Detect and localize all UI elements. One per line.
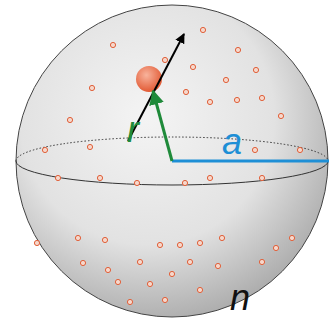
particle-dot xyxy=(162,57,167,62)
particle-dot xyxy=(259,259,264,264)
particle-dot xyxy=(97,175,102,180)
particle-dot xyxy=(55,175,60,180)
particle-dot xyxy=(223,77,228,82)
particle-dot xyxy=(197,240,202,245)
particle-dot xyxy=(200,27,205,32)
position-arrow xyxy=(153,91,172,161)
particle-dot xyxy=(273,245,278,250)
density-label: n xyxy=(230,280,250,316)
particle-dot xyxy=(259,175,264,180)
particle-dot xyxy=(183,89,188,94)
particle-dot xyxy=(127,299,132,304)
particle-dot xyxy=(102,237,107,242)
particle-ball xyxy=(136,66,162,92)
particle-dot xyxy=(134,180,139,185)
particle-dot xyxy=(190,64,195,69)
particle-dot xyxy=(259,95,264,100)
particle-dot xyxy=(34,240,39,245)
particle-dot xyxy=(289,235,294,240)
particle-dot xyxy=(42,147,47,152)
particle-dot xyxy=(67,117,72,122)
particle-dot xyxy=(137,259,142,264)
radius-label: a xyxy=(222,124,242,160)
particle-dot xyxy=(197,287,202,292)
equator-front xyxy=(16,161,328,185)
particle-dot xyxy=(87,144,92,149)
particle-dot xyxy=(215,263,220,268)
particle-dot xyxy=(252,147,257,152)
sphere xyxy=(16,5,328,317)
particle-dot xyxy=(182,180,187,185)
particles xyxy=(34,27,302,304)
particle-dot xyxy=(162,297,167,302)
particle-dot xyxy=(115,279,120,284)
particle-dot xyxy=(187,259,192,264)
particle-dot xyxy=(157,242,162,247)
particle-dot xyxy=(207,99,212,104)
particle-dot xyxy=(207,175,212,180)
particle-dot xyxy=(169,271,174,276)
particle-dot xyxy=(110,42,115,47)
particle-dot xyxy=(278,113,283,118)
particle-dot xyxy=(253,67,258,72)
particle-dot xyxy=(234,97,239,102)
particle-dot xyxy=(89,85,94,90)
particle-dot xyxy=(177,242,182,247)
radius-line xyxy=(172,160,329,163)
particle-dot xyxy=(235,47,240,52)
particle-dot xyxy=(80,260,85,265)
particle-dot xyxy=(147,281,152,286)
particle-dot xyxy=(105,267,110,272)
particle-dot xyxy=(219,235,224,240)
position-label: r xyxy=(127,112,139,148)
particle-dot xyxy=(75,235,80,240)
particle-dot xyxy=(297,147,302,152)
